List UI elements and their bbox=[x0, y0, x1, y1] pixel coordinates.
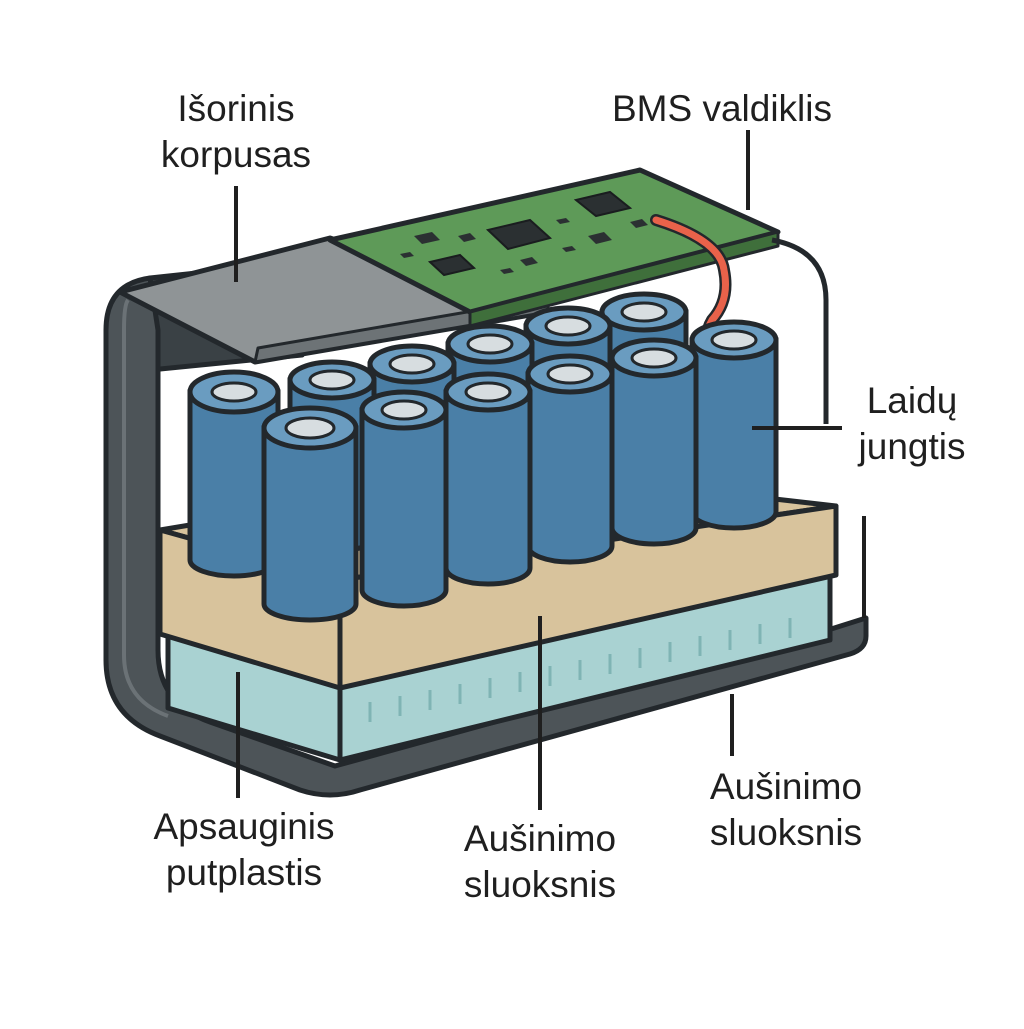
label-cooling-middle-line1: Aušinimo bbox=[463, 818, 617, 859]
label-bms: BMS valdiklis bbox=[612, 86, 832, 132]
label-wiring-line2: jungtis bbox=[858, 426, 966, 467]
battery-cells bbox=[187, 291, 779, 623]
battery-cell bbox=[689, 319, 779, 531]
label-outer-housing-line2: korpusas bbox=[160, 134, 312, 175]
label-foam-line2: putplastis bbox=[165, 852, 323, 893]
battery-cell bbox=[525, 353, 615, 565]
leader-lines bbox=[234, 130, 866, 810]
label-cooling-right: Aušinimo sluoksnis bbox=[676, 764, 896, 856]
label-outer-housing-line1: Išorinis bbox=[177, 88, 295, 129]
battery-cell bbox=[261, 405, 359, 623]
label-wiring-line1: Laidų bbox=[866, 380, 958, 421]
label-cooling-right-line2: sluoksnis bbox=[709, 812, 863, 853]
label-bms-line1: BMS valdiklis bbox=[612, 88, 832, 129]
label-foam: Apsauginis putplastis bbox=[124, 804, 364, 896]
label-outer-housing: Išorinis korpusas bbox=[136, 86, 336, 178]
battery-cell bbox=[443, 371, 533, 587]
label-wiring: Laidų jungtis bbox=[832, 378, 992, 470]
label-cooling-middle: Aušinimo sluoksnis bbox=[430, 816, 650, 908]
label-cooling-right-line1: Aušinimo bbox=[709, 766, 863, 807]
label-cooling-middle-line2: sluoksnis bbox=[463, 864, 617, 905]
battery-cell bbox=[359, 389, 449, 609]
label-foam-line1: Apsauginis bbox=[153, 806, 335, 847]
battery-cell bbox=[609, 337, 699, 547]
bms-board bbox=[327, 167, 781, 328]
